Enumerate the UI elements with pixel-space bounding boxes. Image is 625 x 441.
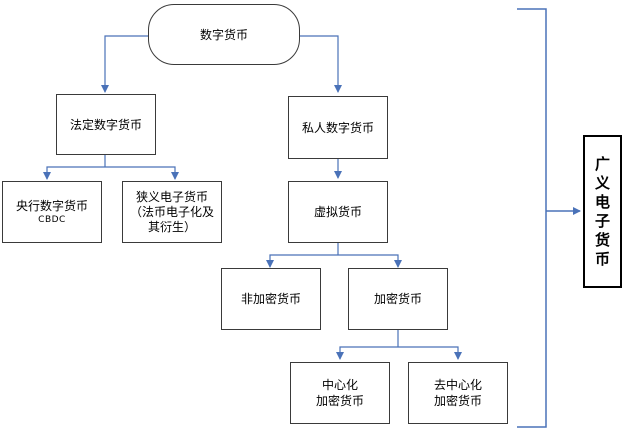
side-char: 币 (594, 249, 610, 268)
node-sublabel: CBDC (38, 214, 66, 225)
connector-crypto-centralized (336, 346, 398, 360)
node-crypto-currency: 加密货币 (348, 268, 448, 330)
node-label: 法定数字货币 (69, 117, 142, 132)
node-label: 数字货币 (199, 27, 248, 42)
node-cbdc: 央行数字货币 CBDC (2, 181, 102, 243)
connector-root-legal (101, 35, 148, 93)
side-char: 子 (594, 211, 610, 230)
node-virtual-currency: 虚拟货币 (288, 181, 388, 243)
node-centralized-crypto: 中心化 加密货币 (290, 362, 390, 424)
side-char: 广 (594, 154, 610, 173)
connector-legal-narrow (105, 166, 179, 180)
connector-virtual-crypto (338, 254, 402, 268)
node-decentralized-crypto: 去中心化 加密货币 (408, 362, 508, 424)
broad-electronic-money-label: 广 义 电 子 货 币 (583, 135, 622, 288)
connector-root-private (300, 35, 342, 93)
node-label: 加密货币 (373, 292, 422, 306)
node-label: 其衍生） (147, 219, 196, 234)
node-label: 狭义电子货币 (135, 189, 208, 204)
node-label: 加密货币 (315, 394, 364, 408)
connector-crypto-decentralized (398, 346, 462, 360)
side-char: 电 (594, 192, 610, 211)
connector-legal-cbdc (43, 166, 105, 180)
node-label: 去中心化 (433, 378, 482, 392)
node-label: 央行数字货币 (15, 198, 88, 213)
node-label: 非加密货币 (240, 292, 301, 306)
side-char: 义 (594, 173, 610, 192)
node-label: 虚拟货币 (313, 205, 362, 219)
node-private-digital-currency: 私人数字货币 (288, 96, 388, 159)
node-label: 加密货币 (433, 394, 482, 408)
node-legal-digital-currency: 法定数字货币 (56, 94, 156, 155)
node-narrow-electronic-money: 狭义电子货币 （法币电子化及 其衍生） (122, 181, 222, 243)
node-digital-currency: 数字货币 (148, 4, 300, 65)
node-label: （法币电子化及 (129, 204, 214, 219)
node-non-crypto-currency: 非加密货币 (221, 268, 321, 330)
side-char: 货 (594, 230, 610, 249)
node-label: 私人数字货币 (301, 120, 374, 135)
bracket (517, 8, 547, 428)
node-label: 中心化 (321, 378, 358, 392)
connector-virtual-noncrypto (266, 254, 338, 268)
